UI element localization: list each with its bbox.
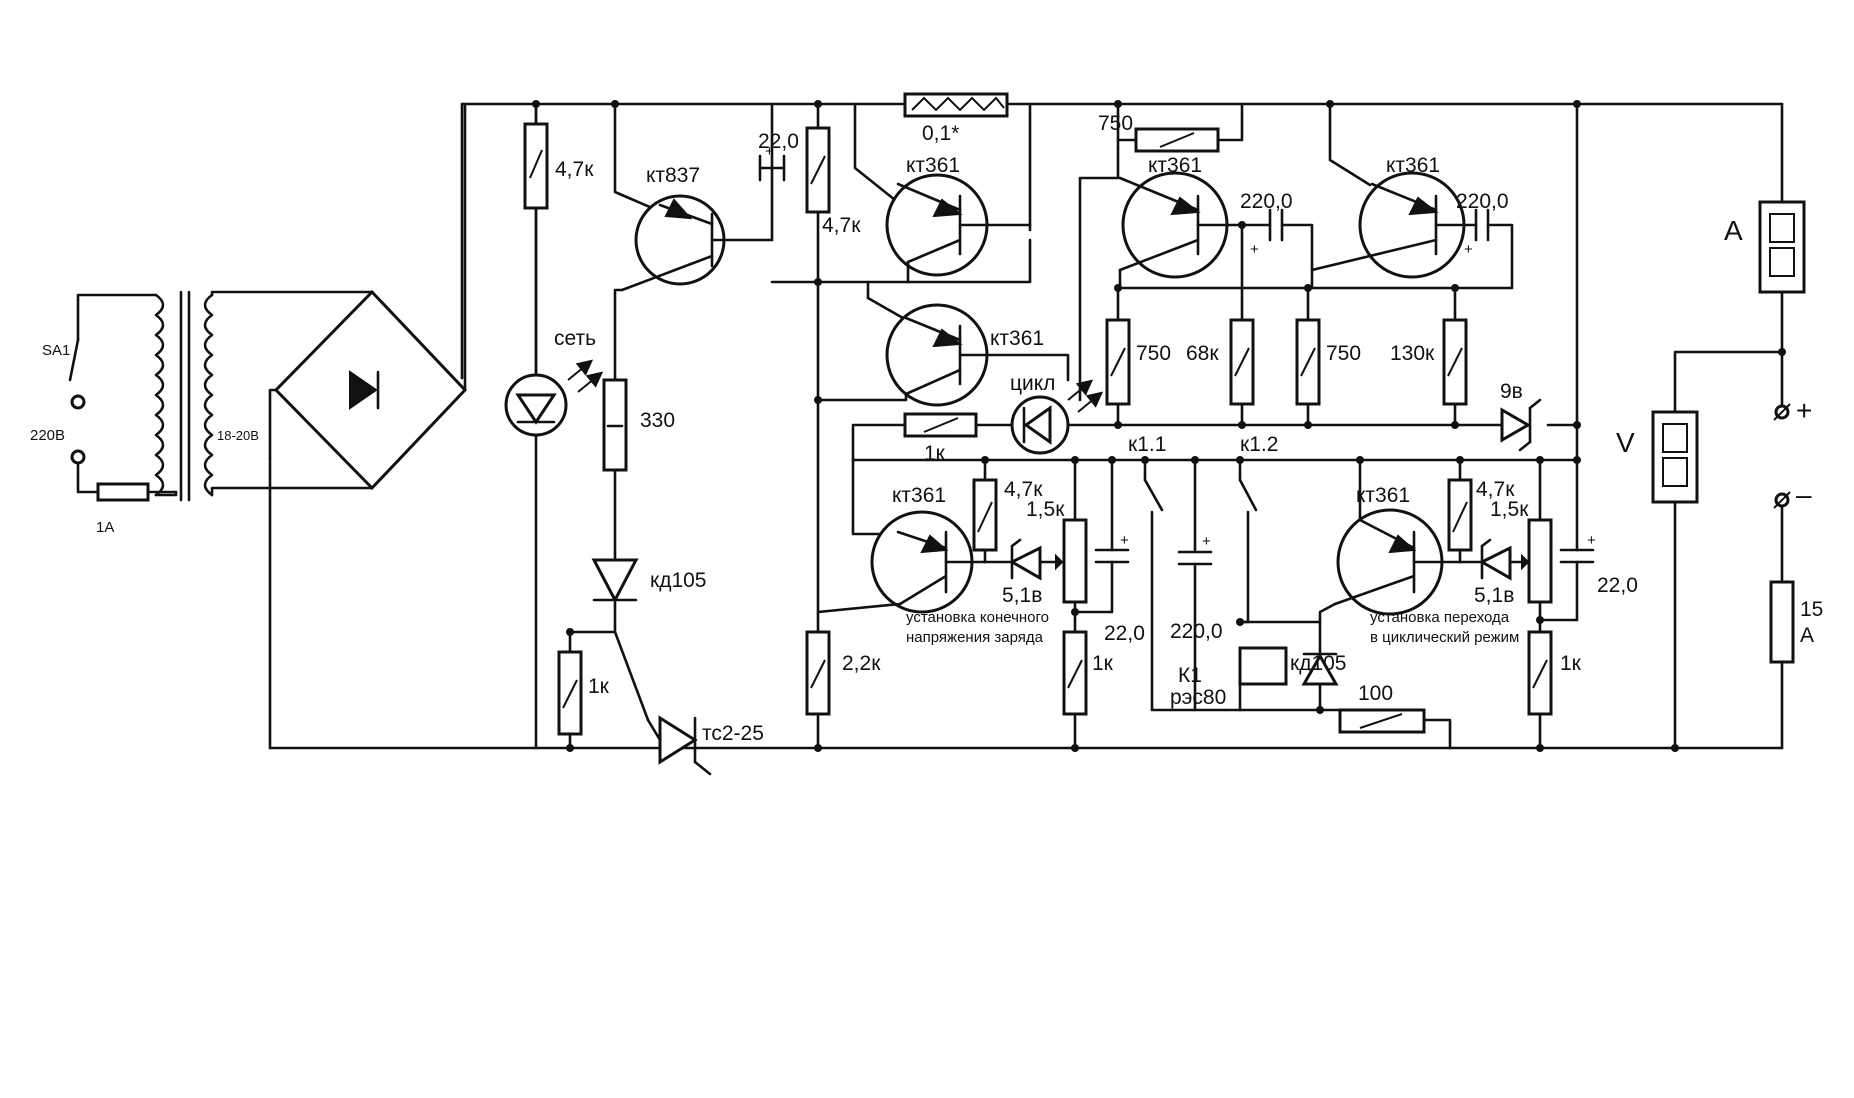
output-fuse bbox=[1769, 580, 1795, 664]
cycle-indicator: 1к цикл bbox=[903, 372, 1104, 465]
label-led-cycle: цикл bbox=[1010, 372, 1055, 395]
label-d-kd105-a: кд105 bbox=[650, 569, 706, 592]
label-q-kt361-top: кт361 bbox=[906, 154, 960, 177]
caption-final-line2: напряжения заряда bbox=[906, 629, 1044, 646]
label-r-750-a: 750 bbox=[1136, 342, 1171, 365]
label-r-130k: 130к bbox=[1390, 342, 1435, 365]
junction-dots bbox=[532, 100, 1786, 752]
svg-text:+: + bbox=[1464, 241, 1473, 258]
label-c-220-b: 220,0 bbox=[1456, 190, 1509, 213]
label-terminal-minus: – bbox=[1796, 479, 1812, 510]
svg-text:+: + bbox=[1120, 532, 1129, 549]
svg-text:+: + bbox=[1250, 241, 1259, 258]
label-d-kd105-b: кд105 bbox=[1290, 652, 1346, 675]
mains-input: SA1 220В 1А bbox=[30, 293, 178, 536]
mains-fuse bbox=[96, 482, 150, 502]
label-r-330: 330 bbox=[640, 409, 675, 432]
label-r-47k-top: 4,7к bbox=[822, 214, 861, 237]
label-c-220-a: 220,0 bbox=[1240, 190, 1293, 213]
label-sa1: SA1 bbox=[42, 342, 70, 359]
relay-coil bbox=[1238, 646, 1288, 686]
label-k11: к1.1 bbox=[1128, 433, 1166, 456]
label-r-22k: 2,2к bbox=[842, 652, 881, 675]
trimmer-cycle-mode[interactable] bbox=[1527, 518, 1553, 604]
label-c-22-top: 22,0 bbox=[758, 130, 799, 153]
label-r-1k-b: 1к bbox=[924, 442, 946, 465]
caption-cycle-line2: в циклический режим bbox=[1370, 629, 1519, 646]
label-r-1k-c: 1к bbox=[1092, 652, 1114, 675]
label-r-750-b: 750 bbox=[1326, 342, 1361, 365]
label-c-22-b: 22,0 bbox=[1104, 622, 1145, 645]
current-sense: 22,0 + 4,7к 0,1* кт361 кт361 2,2к bbox=[758, 92, 1070, 750]
label-q-kt361-osc2: кт361 bbox=[1386, 154, 1440, 177]
svg-text:+: + bbox=[1587, 532, 1596, 549]
label-relay-type: рэс80 bbox=[1170, 686, 1226, 709]
label-mains-fuse: 1А bbox=[96, 519, 114, 536]
label-r-1k-a: 1к bbox=[588, 675, 610, 698]
svg-text:+: + bbox=[1202, 533, 1211, 550]
caption-final-line1: установка конечного bbox=[906, 609, 1049, 626]
label-relay-name: К1 bbox=[1178, 664, 1202, 687]
label-k12: к1.2 bbox=[1240, 433, 1278, 456]
label-c-22-c: 22,0 bbox=[1597, 574, 1638, 597]
label-q-kt361-low2: кт361 bbox=[1356, 484, 1410, 507]
label-thyristor: тс2-25 bbox=[702, 722, 764, 745]
label-zener-51-b: 5,1в bbox=[1474, 584, 1514, 607]
label-q-kt361-mid: кт361 bbox=[990, 327, 1044, 350]
svg-text:+: + bbox=[765, 143, 774, 160]
label-fuse-15-unit: А bbox=[1800, 624, 1814, 647]
label-r-68k: 68к bbox=[1186, 342, 1219, 365]
label-r-750-top: 750 bbox=[1098, 112, 1133, 135]
label-r-47k-b: 4,7к bbox=[1004, 478, 1043, 501]
diode-bridge bbox=[268, 102, 468, 491]
trimmer-final-voltage[interactable] bbox=[1062, 518, 1088, 604]
cycle-mode-block: кт361 4,7к 5,1в 1,5к 1к + 22,0 установка… bbox=[1318, 458, 1638, 750]
label-zener-51-a: 5,1в bbox=[1002, 584, 1042, 607]
label-pot-15k-a: 1,5к bbox=[1026, 498, 1065, 521]
label-r-47k-c: 4,7к bbox=[1476, 478, 1515, 501]
label-c-2200: 220,0 bbox=[1170, 620, 1223, 643]
label-r-100: 100 bbox=[1358, 682, 1393, 705]
cycle-oscillator: 750 кт361 220,0 + кт361 220,0 + 750 bbox=[1078, 102, 1542, 452]
label-zener-9v: 9в bbox=[1500, 380, 1523, 403]
label-r-1k-d: 1к bbox=[1560, 652, 1582, 675]
label-q-kt837: кт837 bbox=[646, 164, 700, 187]
final-voltage-block: кт361 4,7к 5,1в 1,5к 1к + 22,0 установка… bbox=[816, 458, 1145, 750]
power-led-branch: 4,7к сеть bbox=[504, 102, 604, 437]
output-stage: А V + – 15 А bbox=[1616, 200, 1823, 664]
label-ammeter: А bbox=[1724, 215, 1743, 246]
label-voltmeter: V bbox=[1616, 427, 1635, 458]
label-q-kt361-low1: кт361 bbox=[892, 484, 946, 507]
label-q-kt361-osc1: кт361 bbox=[1148, 154, 1202, 177]
label-r-led-power: 4,7к bbox=[555, 158, 594, 181]
transformer: 18-20В bbox=[154, 290, 374, 502]
label-shunt: 0,1* bbox=[922, 122, 959, 145]
label-pot-15k-b: 1,5к bbox=[1490, 498, 1529, 521]
label-mains-voltage: 220В bbox=[30, 427, 65, 444]
label-fuse-15-num: 15 bbox=[1800, 598, 1823, 621]
thyristor-branch: кт837 330 кд105 1к тс2-25 bbox=[557, 102, 774, 776]
relay-block: к1.1 + 220,0 к1.2 К1 рэс80 кд105 100 bbox=[1128, 433, 1452, 750]
caption-cycle-line1: установка перехода bbox=[1370, 609, 1510, 626]
label-secondary-voltage: 18-20В bbox=[217, 428, 259, 443]
label-led-power: сеть bbox=[554, 327, 596, 350]
label-terminal-plus: + bbox=[1796, 395, 1812, 426]
